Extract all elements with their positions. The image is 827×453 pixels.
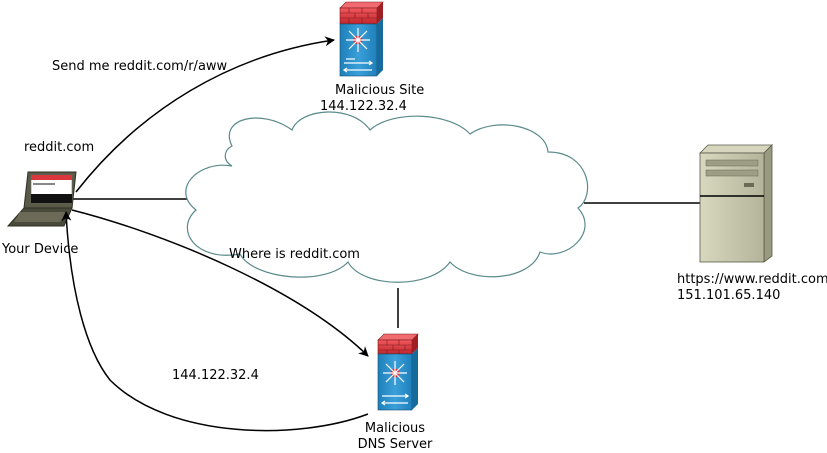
message-dns-reply: 144.122.32.4: [172, 368, 259, 383]
laptop-icon: [6, 171, 77, 227]
arrow-dns-query: [71, 209, 369, 357]
message-dns-query: Where is reddit.com: [229, 247, 360, 262]
dns-server-label-line2: DNS Server: [357, 437, 433, 452]
device-label: Your Device: [2, 242, 79, 257]
firewall-switch-icon: [377, 333, 419, 411]
cloud-icon: [185, 111, 589, 283]
message-request-site: Send me reddit.com/r/aww: [52, 59, 228, 74]
arrow-dns-reply: [61, 211, 369, 432]
arrow-request-site: [75, 36, 335, 193]
malicious-site-ip: 144.122.32.4: [320, 99, 407, 114]
firewall-switch-icon: [339, 1, 384, 77]
reddit-server-url: https://www.reddit.com: [677, 272, 827, 287]
malicious-site-name: Malicious Site: [335, 83, 425, 98]
reddit-server-ip: 151.101.65.140: [677, 288, 781, 303]
device-caption: reddit.com: [24, 140, 95, 155]
dns-server-label-line1: Malicious: [364, 421, 426, 436]
server-tower-icon: [699, 144, 773, 263]
